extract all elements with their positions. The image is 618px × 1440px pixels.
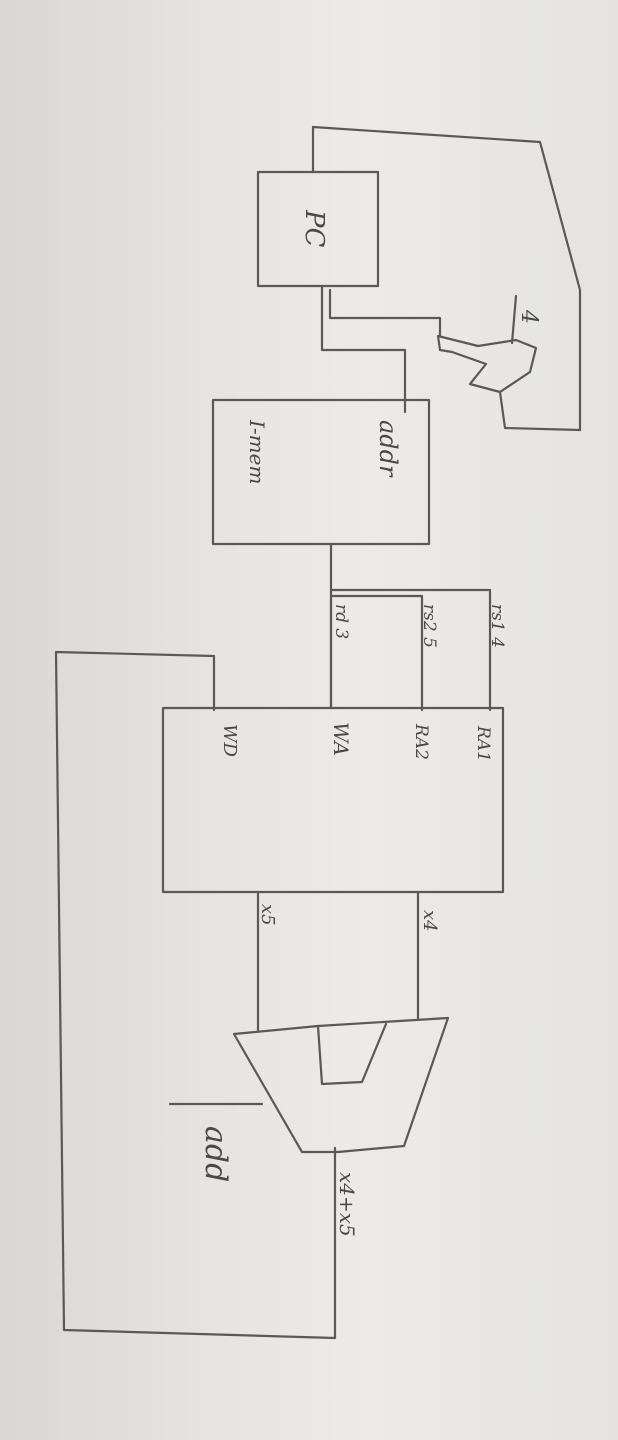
register-file-box <box>161 706 505 894</box>
wa-label: WA <box>329 722 353 756</box>
ra2-label: RA2 <box>411 723 431 760</box>
rs1-label: rs1 4 <box>487 604 507 648</box>
sum-label: x4+x5 <box>335 1172 359 1237</box>
const-four-wire <box>510 294 518 345</box>
rs2-wire <box>329 594 424 712</box>
writeback-wire <box>54 650 337 1340</box>
alu-notch <box>316 1022 388 1086</box>
pc-adder-shape <box>436 334 538 394</box>
addr-label: addr <box>374 420 402 478</box>
x5-label: x5 <box>257 904 278 926</box>
add-label: add <box>198 1126 233 1182</box>
pc-feedback-wire <box>311 125 582 432</box>
x4-label: x4 <box>419 910 440 932</box>
imem-label: I-mem <box>245 419 269 484</box>
wd-label: WD <box>219 724 240 758</box>
rs2-label: rs2 5 <box>419 604 439 648</box>
pc-box <box>256 170 380 288</box>
pc-to-adder-wire <box>328 288 442 338</box>
four-label: 4 <box>516 309 541 324</box>
ra1-label: RA1 <box>473 725 493 762</box>
imem-box <box>211 398 431 546</box>
rs1-wire <box>329 588 492 712</box>
rd-label: rd 3 <box>331 604 351 639</box>
alu-shape <box>232 1016 450 1154</box>
pc-label: PC <box>299 209 329 247</box>
pc-to-addr-wire <box>320 284 407 414</box>
